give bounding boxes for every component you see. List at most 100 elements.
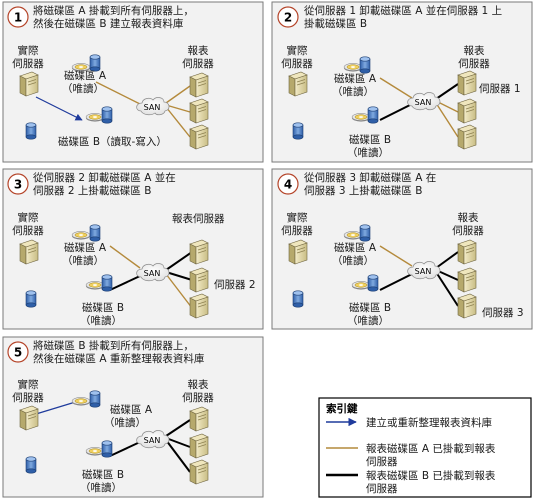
disk-a-readonly-label: （唯讀） bbox=[332, 85, 374, 98]
step-number: 1 bbox=[14, 11, 22, 25]
report-server-3-icon bbox=[189, 293, 209, 319]
disk-b-readonly-label: （唯讀） bbox=[80, 481, 122, 494]
step-number-badge bbox=[7, 173, 29, 195]
step-description-line-2: 伺服器 2 上掛載磁碟區 B bbox=[33, 184, 151, 197]
disk-b-label: 磁碟區 B bbox=[349, 301, 391, 314]
legend-item-brown-text-line-2: 伺服器 bbox=[366, 455, 398, 468]
database-icon bbox=[25, 122, 37, 140]
report-server-2-icon bbox=[457, 98, 477, 124]
san-label: SAN bbox=[144, 436, 161, 445]
database-icon bbox=[292, 122, 304, 140]
step-description-line-1: 將磁碟區 A 掛載到所有伺服器上， bbox=[33, 4, 194, 17]
report-server-2-icon bbox=[457, 267, 477, 293]
disk-a-icon bbox=[89, 390, 101, 408]
san-label: SAN bbox=[144, 103, 161, 112]
physical-server-label-line-1: 實際 bbox=[18, 44, 39, 57]
report-server-1-icon bbox=[457, 70, 477, 96]
report-servers-label-line-1: 報表 bbox=[458, 211, 479, 224]
volume-a-mount-lines bbox=[109, 245, 193, 309]
disk-a-label: 磁碟區 A bbox=[64, 69, 107, 82]
disk-a-readonly-label: （唯讀） bbox=[62, 82, 104, 95]
step-2-panel: 2 從伺服器 1 卸載磁碟區 A 並在伺服器 1 上 掛載磁碟區 B 實際 伺服… bbox=[271, 1, 533, 163]
volume-b-mount-lines bbox=[109, 419, 191, 473]
physical-server-label-line-1: 實際 bbox=[287, 211, 308, 224]
server-2-label: 伺服器 2 bbox=[214, 278, 256, 291]
disk-b-platter-icon bbox=[85, 112, 105, 123]
server-1-label: 伺服器 1 bbox=[479, 82, 521, 95]
step-1-panel: 1 將磁碟區 A 掛載到所有伺服器上， 然後在磁碟區 B 建立報表資料庫 實際 … bbox=[2, 1, 264, 163]
step-description-line-1: 將磁碟區 B 掛載到所有伺服器上， bbox=[33, 339, 194, 352]
step-number: 2 bbox=[284, 11, 292, 25]
san-label: SAN bbox=[415, 98, 432, 107]
san-label: SAN bbox=[415, 267, 432, 276]
create-database-arrow bbox=[35, 96, 83, 121]
disk-a-readonly-label: （唯讀） bbox=[62, 254, 104, 267]
volume-b-mount-lines bbox=[109, 251, 193, 291]
panel-frame bbox=[271, 168, 533, 330]
step-5-panel: 5 將磁碟區 B 掛載到所有伺服器上， 然後在磁碟區 A 重新整理報表資料庫 實… bbox=[2, 336, 264, 498]
disk-a-icon bbox=[359, 224, 371, 242]
physical-server-label-line-1: 實際 bbox=[18, 211, 39, 224]
disk-a-icon bbox=[359, 56, 371, 74]
step-description-line-1: 從伺服器 3 卸載磁碟區 A 在 bbox=[304, 171, 436, 184]
report-servers-label-line-2: 伺服器 bbox=[182, 57, 214, 70]
disk-a-label: 磁碟區 A bbox=[334, 72, 377, 85]
physical-server-label-line-1: 實際 bbox=[287, 44, 308, 57]
legend-item-black-text-line-1: 報表磁碟區 B 已掛載到報表 bbox=[366, 469, 496, 482]
physical-server-label-line-2: 伺服器 bbox=[12, 57, 44, 70]
panel-frame bbox=[2, 336, 264, 498]
physical-server-icon bbox=[288, 239, 308, 265]
step-description-line-1: 從伺服器 2 卸載磁碟區 A 並在 bbox=[33, 171, 176, 184]
server-3-label: 伺服器 3 bbox=[482, 306, 524, 319]
disk-a-platter-icon bbox=[71, 396, 91, 407]
step-number: 4 bbox=[284, 178, 292, 192]
legend: 索引鍵 建立或重新整理報表資料庫 報表磁碟區 A 已掛載到報表 伺服器 報表磁碟… bbox=[318, 397, 532, 498]
disk-a-platter-icon bbox=[343, 62, 363, 73]
legend-title: 索引鍵 bbox=[326, 402, 358, 415]
report-server-1-icon bbox=[189, 239, 209, 265]
physical-server-icon bbox=[19, 405, 39, 431]
step-number: 5 bbox=[14, 346, 22, 360]
report-server-3-icon bbox=[457, 293, 477, 319]
disk-b-platter-icon bbox=[351, 280, 371, 291]
database-icon bbox=[292, 290, 304, 308]
physical-server-label-line-2: 伺服器 bbox=[281, 224, 313, 237]
report-server-1-icon bbox=[189, 406, 209, 432]
volume-a-mount-lines bbox=[95, 81, 191, 138]
disk-b-label: 磁碟區 B bbox=[349, 133, 391, 146]
disk-b-icon bbox=[101, 106, 113, 124]
physical-server-label-line-2: 伺服器 bbox=[12, 391, 44, 404]
report-server-1-icon bbox=[189, 72, 209, 98]
report-servers-label: 報表伺服器 bbox=[172, 212, 225, 225]
step-description-line-2: 伺服器 3 上掛載磁碟區 B bbox=[304, 184, 422, 197]
step-number-badge bbox=[277, 173, 299, 195]
legend-item-arrow-text: 建立或重新整理報表資料庫 bbox=[366, 416, 492, 429]
volume-b-mount-lines bbox=[379, 83, 459, 121]
report-server-2-icon bbox=[189, 433, 209, 459]
disk-b-icon bbox=[101, 274, 113, 292]
disk-b-readonly-label: （唯讀） bbox=[347, 146, 389, 159]
legend-item-black-text-line-2: 伺服器 bbox=[366, 482, 398, 495]
physical-server-icon bbox=[19, 239, 39, 265]
report-servers-label-line-1: 報表 bbox=[464, 44, 485, 57]
report-servers-label-line-2: 伺服器 bbox=[452, 224, 484, 237]
disk-a-readonly-label: （唯讀） bbox=[332, 254, 374, 267]
step-number-badge bbox=[277, 6, 299, 28]
disk-a-icon bbox=[89, 224, 101, 242]
disk-b-readwrite-label: 磁碟區 B（讀取-寫入） bbox=[58, 135, 167, 148]
report-server-3-icon bbox=[457, 124, 477, 150]
database-icon bbox=[25, 456, 37, 474]
panel-frame bbox=[271, 1, 533, 163]
step-description-line-2: 掛載磁碟區 B bbox=[304, 17, 367, 30]
step-number-badge bbox=[7, 341, 29, 363]
report-server-2-icon bbox=[189, 98, 209, 124]
disk-a-icon bbox=[89, 54, 101, 72]
disk-a-platter-icon bbox=[343, 230, 363, 241]
step-description-line-2: 然後在磁碟區 B 建立報表資料庫 bbox=[33, 17, 184, 30]
report-servers-label-line-2: 伺服器 bbox=[458, 57, 490, 70]
physical-server-icon bbox=[19, 71, 39, 97]
step-number: 3 bbox=[14, 178, 22, 192]
physical-server-icon bbox=[288, 71, 308, 97]
step-number-badge bbox=[7, 6, 29, 28]
